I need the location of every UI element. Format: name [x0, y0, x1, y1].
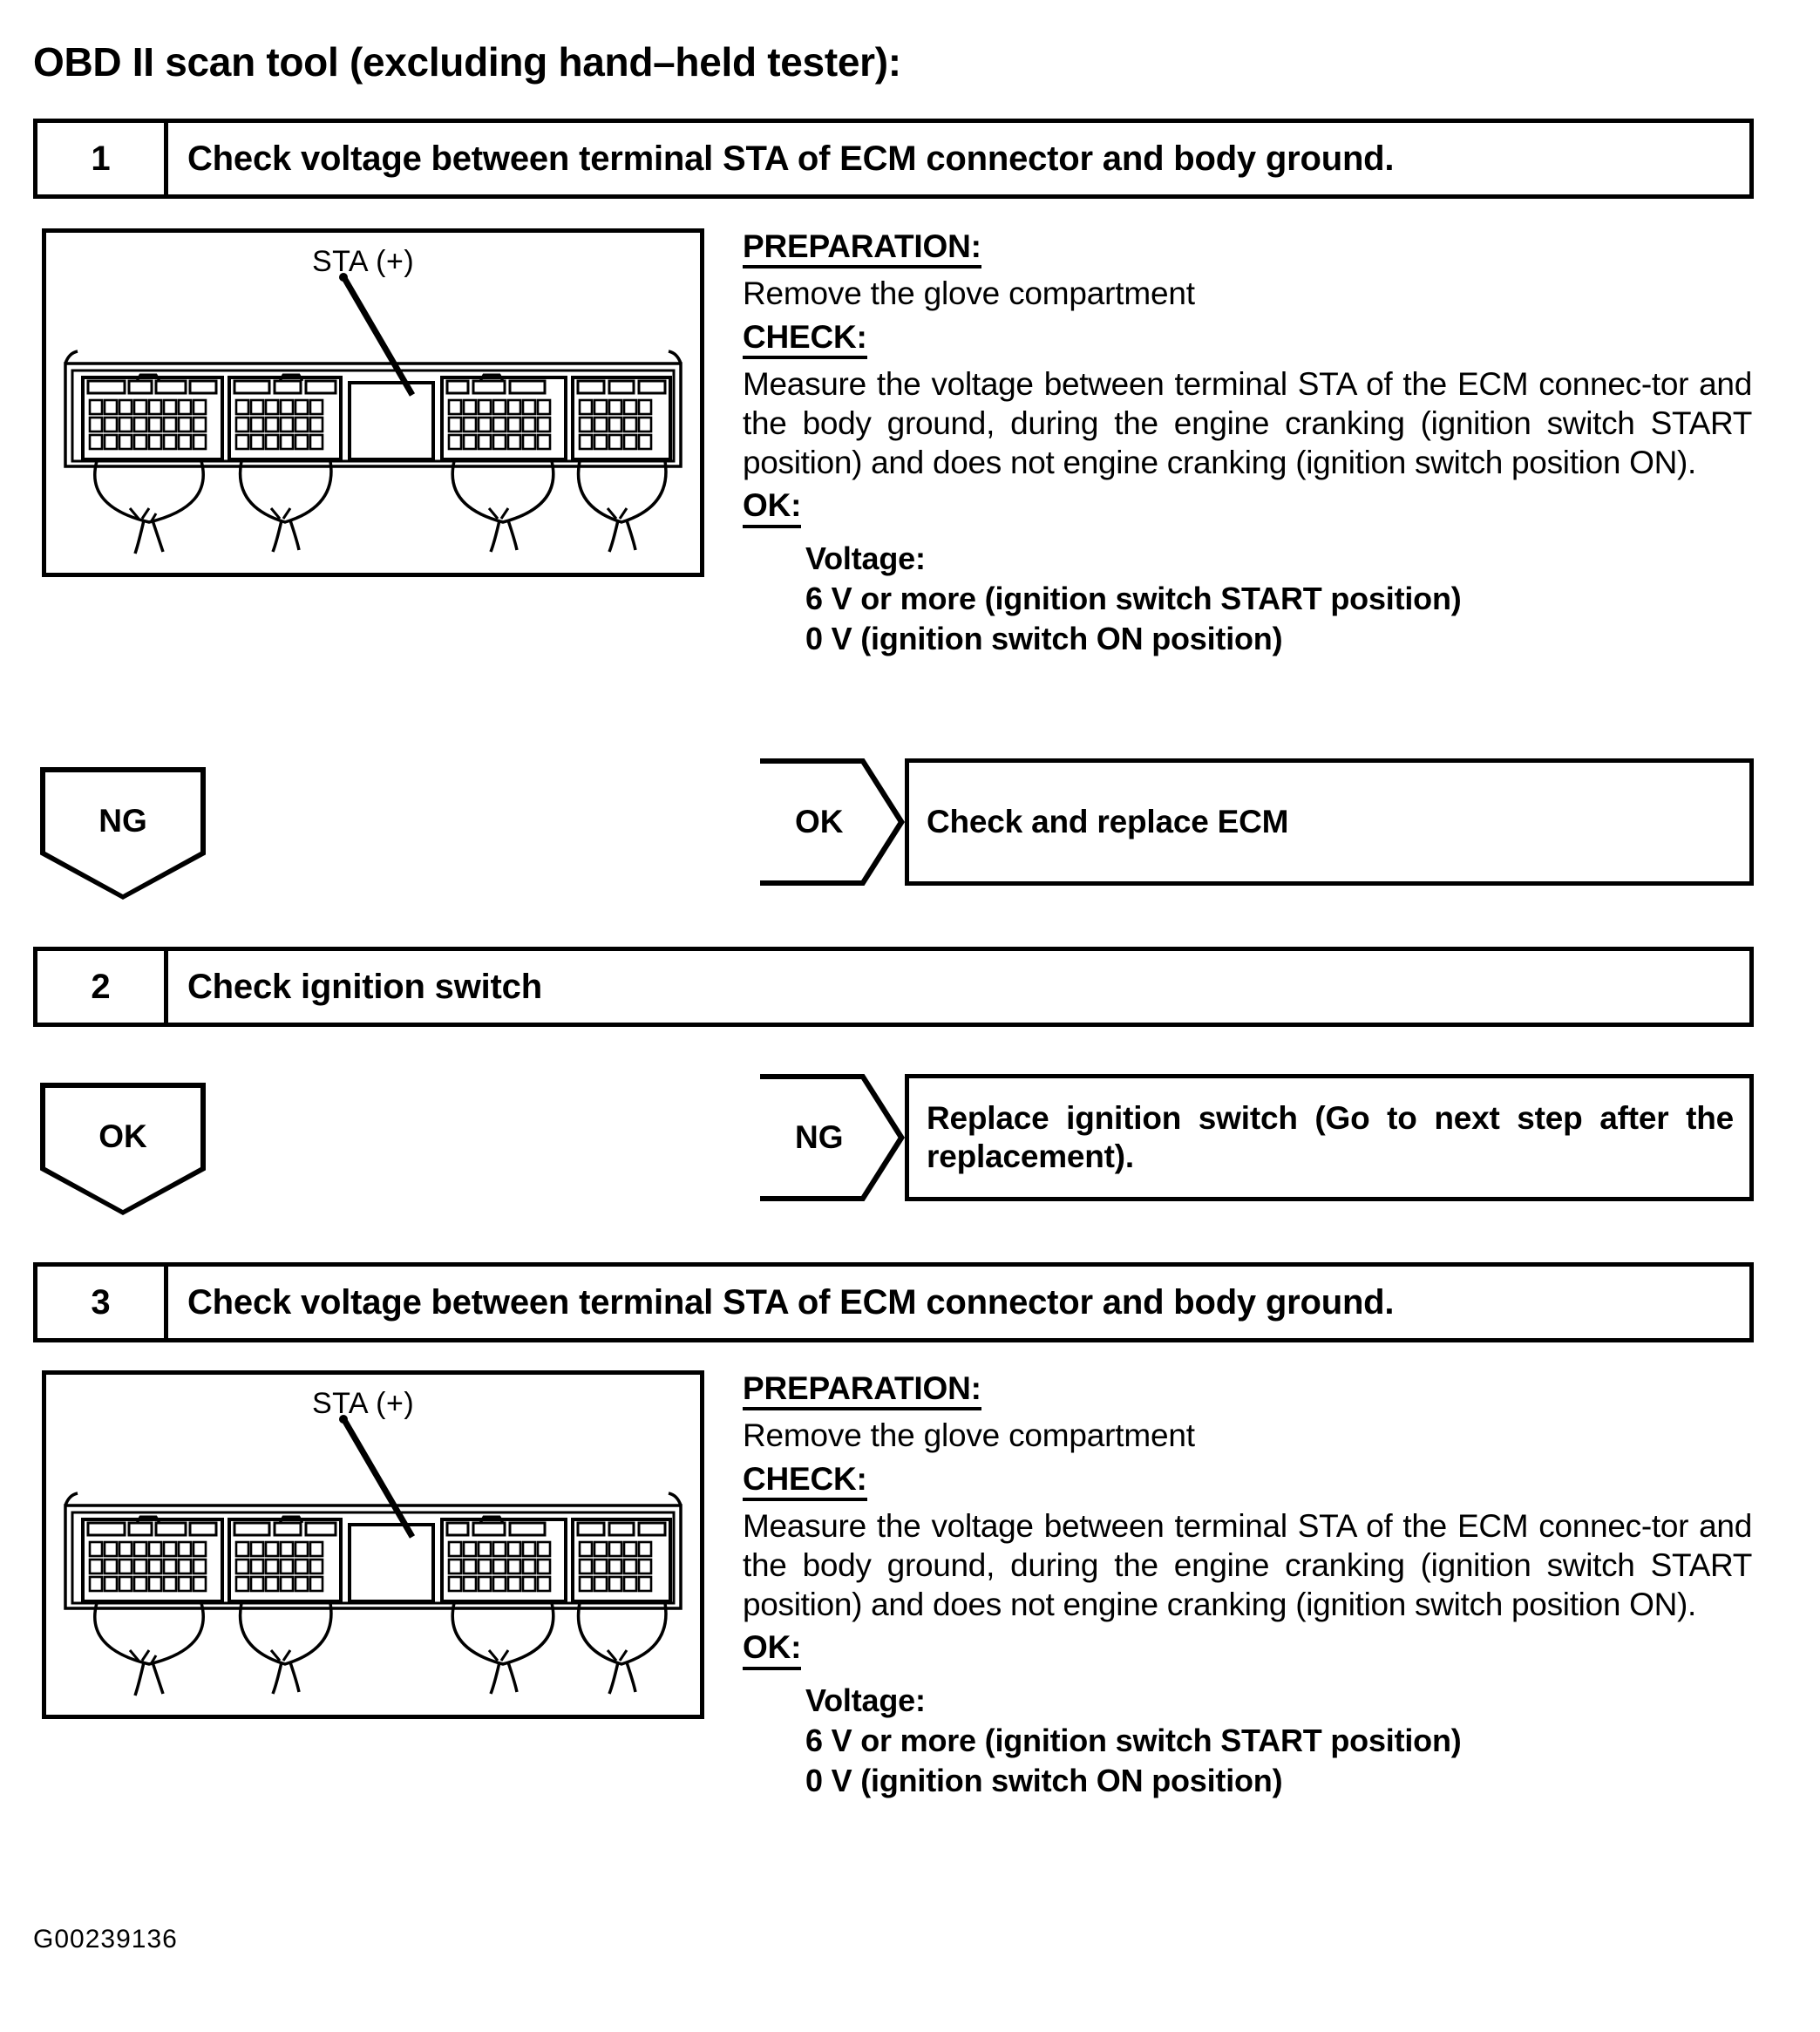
step-1-spec-line-2: 0 V (ignition switch ON position)	[805, 620, 1283, 656]
step-1-ng-label: NG	[45, 772, 200, 894]
step-3-heading: Check voltage between terminal STA of EC…	[187, 1282, 1395, 1322]
step-1-check-label: CHECK:	[743, 319, 867, 359]
ecm-connector-drawing-1	[64, 273, 682, 554]
step-1-detail-text: PREPARATION: Remove the glove compartmen…	[743, 228, 1754, 659]
step-3-spec-line-1: 6 V or more (ignition switch START posit…	[805, 1722, 1462, 1758]
step-2-heading: Check ignition switch	[187, 967, 542, 1006]
step-1-ok-result-box: Check and replace ECM	[905, 758, 1754, 886]
step-1-ng-marker: NG	[40, 767, 206, 900]
step-1-ok-label: OK:	[743, 487, 801, 528]
step-3-spec-title: Voltage:	[805, 1682, 926, 1718]
step-1-sta-callout-label: STA (+)	[312, 245, 415, 278]
step-2-ok-label: OK	[45, 1088, 200, 1210]
step-2-ng-result-text: Replace ignition switch (Go to next step…	[927, 1099, 1734, 1174]
step-2-number: 2	[37, 951, 168, 1023]
step-3-illustration: STA (+)	[42, 1370, 704, 1719]
step-3-ok-label: OK:	[743, 1629, 801, 1670]
step-3-preparation-text: Remove the glove compartment	[743, 1417, 1195, 1454]
step-2-ng-marker: NG	[760, 1074, 905, 1201]
step-2-ng-label: NG	[765, 1079, 899, 1196]
step-1-illustration: STA (+)	[42, 228, 704, 577]
step-1-number: 1	[37, 123, 168, 194]
step-2-ng-result-box: Replace ignition switch (Go to next step…	[905, 1074, 1754, 1201]
step-1-ok-label: OK	[765, 764, 899, 880]
step-3-check-label: CHECK:	[743, 1461, 867, 1501]
step-3-header: 3 Check voltage between terminal STA of …	[33, 1262, 1754, 1342]
ecm-connector-drawing-2	[64, 1415, 682, 1696]
step-1-ok-marker: OK	[760, 758, 905, 886]
step-1-preparation-text: Remove the glove compartment	[743, 275, 1195, 312]
step-1-header: 1 Check voltage between terminal STA of …	[33, 119, 1754, 199]
step-3-spec-line-2: 0 V (ignition switch ON position)	[805, 1762, 1283, 1798]
step-1-preparation-label: PREPARATION:	[743, 228, 981, 269]
step-3-preparation-label: PREPARATION:	[743, 1370, 981, 1411]
step-1-spec-line-1: 6 V or more (ignition switch START posit…	[805, 580, 1462, 616]
step-2-header: 2 Check ignition switch	[33, 947, 1754, 1027]
step-1-heading: Check voltage between terminal STA of EC…	[187, 139, 1395, 178]
step-2-ok-marker: OK	[40, 1083, 206, 1215]
step-3-sta-callout-label: STA (+)	[312, 1387, 415, 1420]
step-1-check-text: Measure the voltage between terminal STA…	[743, 366, 1752, 481]
step-1-ok-result-text: Check and replace ECM	[927, 803, 1289, 839]
step-1-spec-title: Voltage:	[805, 540, 926, 576]
page-title: OBD II scan tool (excluding hand–held te…	[33, 39, 901, 85]
step-3-check-text: Measure the voltage between terminal STA…	[743, 1508, 1752, 1623]
step-3-number: 3	[37, 1267, 168, 1338]
step-3-detail-text: PREPARATION: Remove the glove compartmen…	[743, 1370, 1754, 1801]
figure-reference-code: G00239136	[33, 1925, 178, 1954]
